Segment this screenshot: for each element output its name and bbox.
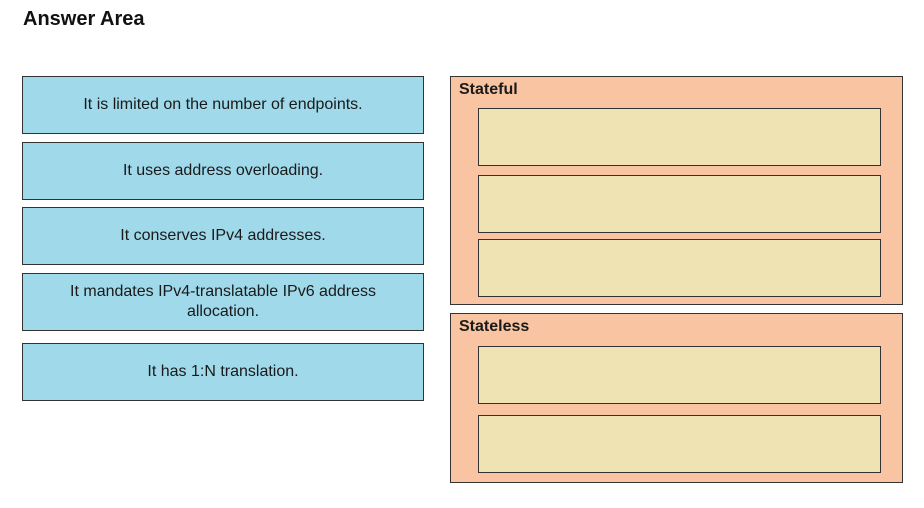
stateless-label: Stateless <box>459 318 530 335</box>
option-address-overloading[interactable]: It uses address overloading. <box>22 142 424 200</box>
option-label: It mandates IPv4-translatable IPv6 addre… <box>70 283 376 320</box>
option-label: It conserves IPv4 addresses. <box>120 227 326 244</box>
stateful-slot-2[interactable] <box>478 175 881 233</box>
option-1-n-translation[interactable]: It has 1:N translation. <box>22 343 424 401</box>
stateless-zone: Stateless <box>450 313 903 483</box>
option-label: It has 1:N translation. <box>147 363 299 380</box>
stateless-slot-2[interactable] <box>478 415 881 473</box>
option-label: It uses address overloading. <box>122 162 324 179</box>
option-ipv4-translatable-ipv6[interactable]: It mandates IPv4-translatable IPv6 addre… <box>22 273 424 331</box>
stateful-slot-1[interactable] <box>478 108 881 166</box>
option-conserves-ipv4[interactable]: It conserves IPv4 addresses. <box>22 207 424 265</box>
stateful-zone: Stateful <box>450 76 903 305</box>
stateful-slot-3[interactable] <box>478 239 881 297</box>
stateless-slot-1[interactable] <box>478 346 881 404</box>
option-limited-endpoints[interactable]: It is limited on the number of endpoints… <box>22 76 424 134</box>
page-title: Answer Area <box>23 8 145 30</box>
stateful-label: Stateful <box>459 81 518 98</box>
option-label: It is limited on the number of endpoints… <box>83 96 363 113</box>
